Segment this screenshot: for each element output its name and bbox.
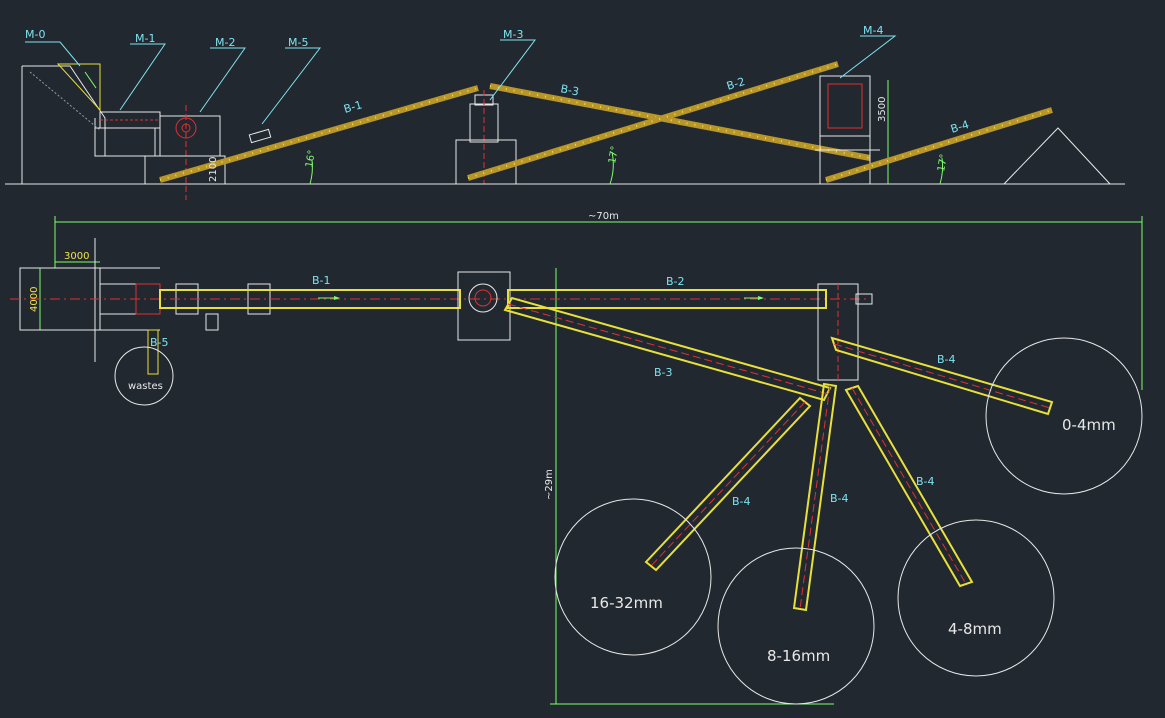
angle-b1: 16° [304, 149, 318, 168]
label-b2-elev: B-2 [725, 75, 747, 93]
plan-view: ~70m 3000 4000 ~29m B-5 wastes [10, 211, 1143, 705]
feeder-plan [19, 238, 271, 362]
belt-b4-coarse [644, 396, 812, 572]
screen-plan [817, 283, 873, 381]
label-b4-medium: B-4 [830, 492, 849, 505]
label-b3-elev: B-3 [559, 82, 580, 98]
belt-b2-elevation [467, 61, 839, 181]
waste-conveyor [248, 128, 272, 144]
vibrating-screen [815, 75, 889, 184]
pile-wastes [114, 346, 174, 406]
dim-3000: 3000 [64, 251, 89, 262]
label-leaders [25, 35, 897, 125]
label-pile-8-16mm: 8-16mm [767, 647, 830, 665]
belt-b3-plan [503, 296, 832, 402]
label-b4-small: B-4 [916, 475, 935, 488]
dim-overall-width: ~29m [544, 469, 555, 500]
label-b2-plan: B-2 [666, 275, 685, 288]
label-pile-4-8mm: 4-8mm [948, 620, 1002, 638]
belt-b1-elevation [159, 85, 479, 183]
pile-8-16mm [717, 547, 875, 705]
label-b4-coarse: B-4 [732, 495, 751, 508]
pile-4-8mm [897, 519, 1055, 677]
label-b4-elev: B-4 [949, 118, 971, 136]
belt-b4-medium [792, 382, 838, 612]
dim-overall-length: ~70m [588, 211, 619, 222]
feeder-hopper [21, 63, 106, 184]
label-m0: M-0 [25, 28, 45, 41]
label-b4-fines: B-4 [937, 353, 956, 366]
vibrating-feeder [94, 111, 161, 157]
dim-2100: 2100 [208, 157, 219, 182]
belt-b2-plan [507, 289, 827, 309]
belt-b4-small [844, 384, 974, 588]
stockpile-elevation [1003, 127, 1111, 185]
label-m3: M-3 [503, 28, 523, 41]
angle-b2: 17° [607, 145, 621, 164]
cone-crusher-plan [457, 271, 511, 341]
label-b1-elev: B-1 [342, 98, 363, 116]
elevation-view: M-0 M-1 M-2 M-5 M-3 M-4 B-1 B-3 B-2 B-4 … [5, 24, 1125, 200]
label-b1-plan: B-1 [312, 274, 331, 287]
label-wastes: wastes [128, 381, 163, 392]
angle-b4: 17° [936, 153, 950, 172]
pile-16-32mm [554, 498, 712, 656]
pile-0-4mm [985, 337, 1143, 495]
belt-b1-plan [159, 289, 461, 309]
label-pile-0-4mm: 0-4mm [1062, 416, 1116, 434]
label-m1: M-1 [135, 32, 155, 45]
dim-3500: 3500 [877, 97, 888, 122]
belt-b4-fines [830, 336, 1054, 416]
label-m2: M-2 [215, 36, 235, 49]
label-b5-plan: B-5 [150, 336, 169, 349]
label-b3-plan: B-3 [654, 366, 673, 379]
belt-b3-elevation [489, 83, 871, 161]
label-m4: M-4 [863, 24, 883, 37]
label-pile-16-32mm: 16-32mm [590, 594, 663, 612]
belt-b4-elevation [825, 107, 1053, 183]
label-m5: M-5 [288, 36, 308, 49]
jaw-crusher [144, 105, 226, 200]
